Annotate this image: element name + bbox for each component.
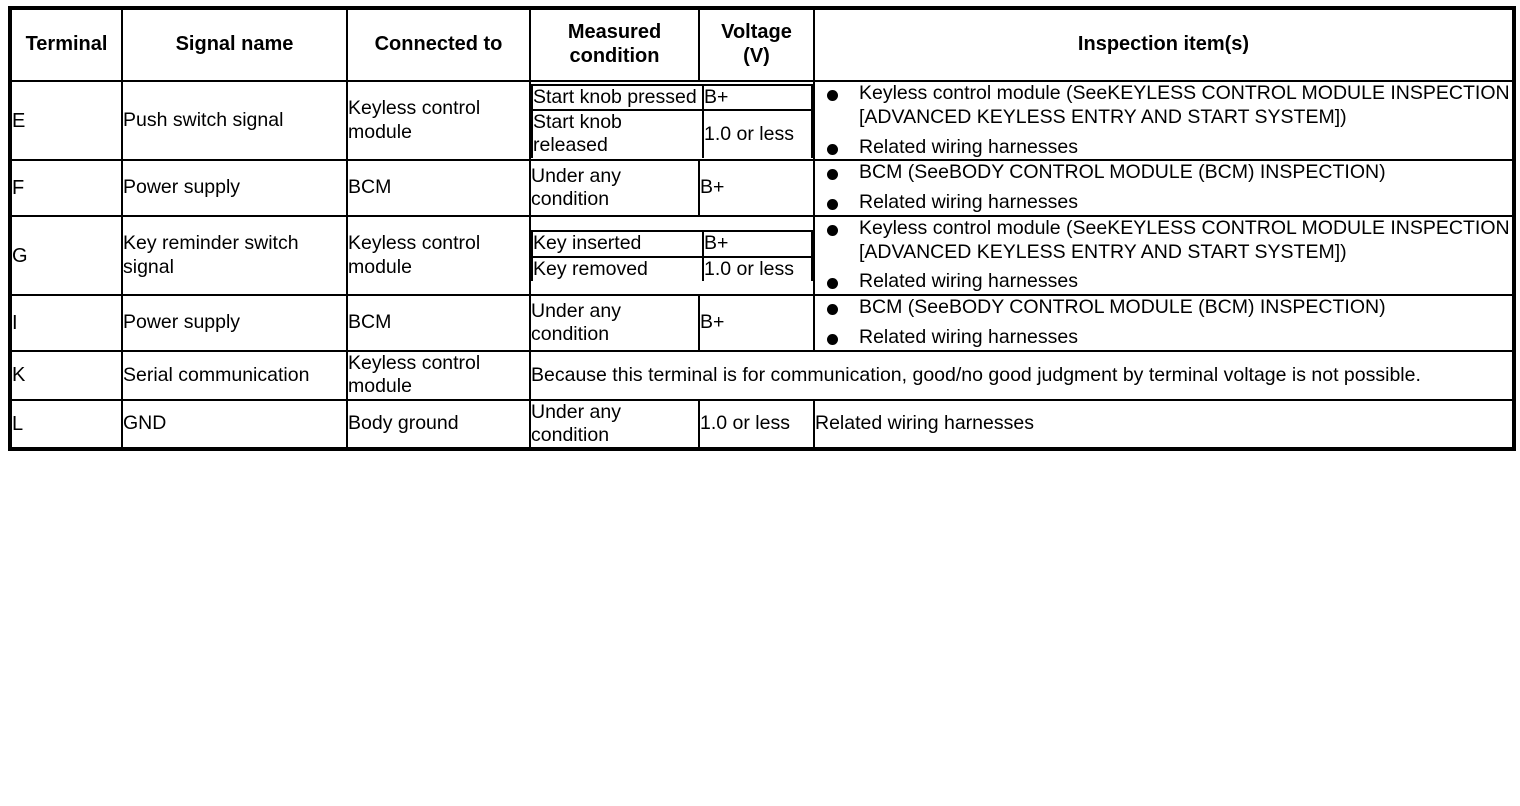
list-item: Related wiring harnesses bbox=[815, 326, 1512, 350]
bullet-icon bbox=[827, 334, 838, 346]
inspection-item-text: Keyless control module (SeeKEYLESS CONTR… bbox=[859, 216, 1510, 263]
header-text-terminal: Terminal bbox=[25, 33, 108, 56]
cell-voltage: B+ bbox=[702, 83, 813, 111]
cell-terminal: K bbox=[9, 349, 123, 401]
inspection-item-list: BCM (SeeBODY CONTROL MODULE (BCM) INSPEC… bbox=[815, 296, 1512, 350]
cell-measured-condition: Start knob released bbox=[531, 108, 704, 158]
cell-inspection-plain: Related wiring harnesses bbox=[813, 398, 1515, 451]
bullet-icon bbox=[827, 169, 838, 181]
column-header-inspection-items: Inspection item(s) bbox=[813, 7, 1515, 82]
list-item: Keyless control module (SeeKEYLESS CONTR… bbox=[815, 82, 1512, 130]
inspection-item-text: Keyless control module (SeeKEYLESS CONTR… bbox=[859, 82, 1510, 128]
inspection-item-list: Keyless control module (SeeKEYLESS CONTR… bbox=[815, 82, 1512, 159]
cell-connected-to: BCM bbox=[346, 294, 531, 352]
column-header-connected-to: Connected to bbox=[346, 7, 531, 82]
inspection-item-text: Related wiring harnesses bbox=[859, 326, 1078, 349]
list-item: Related wiring harnesses bbox=[815, 270, 1512, 294]
header-text-measured-line1: Measured bbox=[567, 21, 662, 44]
cell-inspection-items: Keyless control module (SeeKEYLESS CONTR… bbox=[813, 79, 1515, 162]
condition-subtable: Start knob pressed B+ Start knob release… bbox=[531, 83, 813, 158]
cell-connected-to: Keyless control module bbox=[346, 79, 531, 162]
cell-measured-condition: Key removed bbox=[531, 255, 704, 281]
cell-signal-name: Key reminder switch signal bbox=[121, 214, 348, 297]
table-body: E Push switch signal Keyless control mod… bbox=[9, 79, 1515, 451]
cell-connected-to: Keyless control module bbox=[346, 214, 531, 297]
cell-signal-name: Serial communication bbox=[121, 349, 348, 401]
cell-connected-to: Body ground bbox=[346, 398, 531, 451]
bullet-icon bbox=[827, 143, 838, 155]
inspection-item-text: Related wiring harnesses bbox=[859, 135, 1078, 158]
cell-voltage: 1.0 or less bbox=[702, 108, 813, 158]
table-header: Terminal Signal name Connected to Measur… bbox=[9, 7, 1515, 82]
table-row: I Power supply BCM Under any condition B… bbox=[9, 294, 1515, 352]
condition-subrow: Key inserted B+ bbox=[531, 230, 813, 258]
column-header-signal-name: Signal name bbox=[121, 7, 348, 82]
cell-condition-group: Start knob pressed B+ Start knob release… bbox=[529, 79, 815, 162]
inspection-item-text: BCM (SeeBODY CONTROL MODULE (BCM) INSPEC… bbox=[859, 161, 1386, 184]
cell-condition-group: Key inserted B+ Key removed 1.0 or less bbox=[529, 214, 815, 297]
table-sheet: Terminal Signal name Connected to Measur… bbox=[0, 6, 1520, 806]
cell-voltage: B+ bbox=[698, 294, 815, 352]
header-text-measured-line2: condition bbox=[569, 45, 660, 67]
cell-inspection-items: BCM (SeeBODY CONTROL MODULE (BCM) INSPEC… bbox=[813, 294, 1515, 352]
header-text-signal-name: Signal name bbox=[175, 33, 294, 56]
inspection-item-list: Keyless control module (SeeKEYLESS CONTR… bbox=[815, 217, 1512, 294]
bullet-icon bbox=[827, 90, 838, 101]
cell-signal-name: Power supply bbox=[121, 159, 348, 217]
table-row: K Serial communication Keyless control m… bbox=[9, 349, 1515, 401]
table-row: G Key reminder switch signal Keyless con… bbox=[9, 214, 1515, 297]
cell-inspection-items: BCM (SeeBODY CONTROL MODULE (BCM) INSPEC… bbox=[813, 159, 1515, 217]
bullet-icon bbox=[827, 224, 838, 236]
list-item: BCM (SeeBODY CONTROL MODULE (BCM) INSPEC… bbox=[815, 161, 1512, 185]
bullet-icon bbox=[827, 199, 838, 211]
terminal-inspection-table: Terminal Signal name Connected to Measur… bbox=[8, 6, 1516, 452]
cell-measured-condition: Under any condition bbox=[529, 159, 700, 217]
inspection-item-text: BCM (SeeBODY CONTROL MODULE (BCM) INSPEC… bbox=[859, 296, 1386, 319]
inspection-item-text: Related wiring harnesses bbox=[859, 191, 1078, 214]
bullet-icon bbox=[827, 278, 838, 290]
condition-subtable: Key inserted B+ Key removed 1.0 or less bbox=[531, 230, 813, 281]
cell-terminal: I bbox=[9, 294, 123, 352]
condition-subrow: Start knob pressed B+ bbox=[531, 83, 813, 111]
cell-voltage: B+ bbox=[702, 230, 813, 258]
table-row: E Push switch signal Keyless control mod… bbox=[9, 79, 1515, 162]
cell-signal-name: Power supply bbox=[121, 294, 348, 352]
cell-signal-name: GND bbox=[121, 398, 348, 451]
header-text-voltage-line2: (V) bbox=[743, 45, 770, 67]
header-row: Terminal Signal name Connected to Measur… bbox=[9, 7, 1515, 82]
header-text-voltage-line1: Voltage bbox=[721, 21, 792, 44]
cell-terminal: E bbox=[9, 79, 123, 162]
cell-measured-condition: Start knob pressed bbox=[531, 83, 704, 111]
table-row: L GND Body ground Under any condition 1.… bbox=[9, 398, 1515, 451]
cell-terminal: G bbox=[9, 214, 123, 297]
bullet-icon bbox=[827, 304, 838, 316]
column-header-voltage: Voltage (V) bbox=[698, 7, 815, 82]
cell-connected-to: BCM bbox=[346, 159, 531, 217]
list-item: Keyless control module (SeeKEYLESS CONTR… bbox=[815, 217, 1512, 265]
cell-terminal: L bbox=[9, 398, 123, 451]
cell-signal-name: Push switch signal bbox=[121, 79, 348, 162]
header-text-inspection: Inspection item(s) bbox=[1077, 33, 1250, 56]
cell-terminal: F bbox=[9, 159, 123, 217]
cell-connected-to: Keyless control module bbox=[346, 349, 531, 401]
list-item: Related wiring harnesses bbox=[815, 191, 1512, 215]
condition-subrow: Key removed 1.0 or less bbox=[531, 255, 813, 281]
cell-communication-note: Because this terminal is for communicati… bbox=[529, 349, 1515, 401]
cell-voltage: B+ bbox=[698, 159, 815, 217]
condition-subrow: Start knob released 1.0 or less bbox=[531, 108, 813, 158]
cell-inspection-items: Keyless control module (SeeKEYLESS CONTR… bbox=[813, 214, 1515, 297]
list-item: Related wiring harnesses bbox=[815, 136, 1512, 160]
list-item: BCM (SeeBODY CONTROL MODULE (BCM) INSPEC… bbox=[815, 296, 1512, 320]
cell-voltage: 1.0 or less bbox=[702, 255, 813, 281]
header-text-connected-to: Connected to bbox=[374, 33, 503, 56]
inspection-item-list: BCM (SeeBODY CONTROL MODULE (BCM) INSPEC… bbox=[815, 161, 1512, 215]
column-header-terminal: Terminal bbox=[9, 7, 123, 82]
cell-voltage: 1.0 or less bbox=[698, 398, 815, 451]
cell-measured-condition: Under any condition bbox=[529, 294, 700, 352]
column-header-measured-condition: Measured condition bbox=[529, 7, 700, 82]
inspection-item-text: Related wiring harnesses bbox=[859, 270, 1078, 293]
cell-measured-condition: Key inserted bbox=[531, 230, 704, 258]
table-row: F Power supply BCM Under any condition B… bbox=[9, 159, 1515, 217]
cell-measured-condition: Under any condition bbox=[529, 398, 700, 451]
